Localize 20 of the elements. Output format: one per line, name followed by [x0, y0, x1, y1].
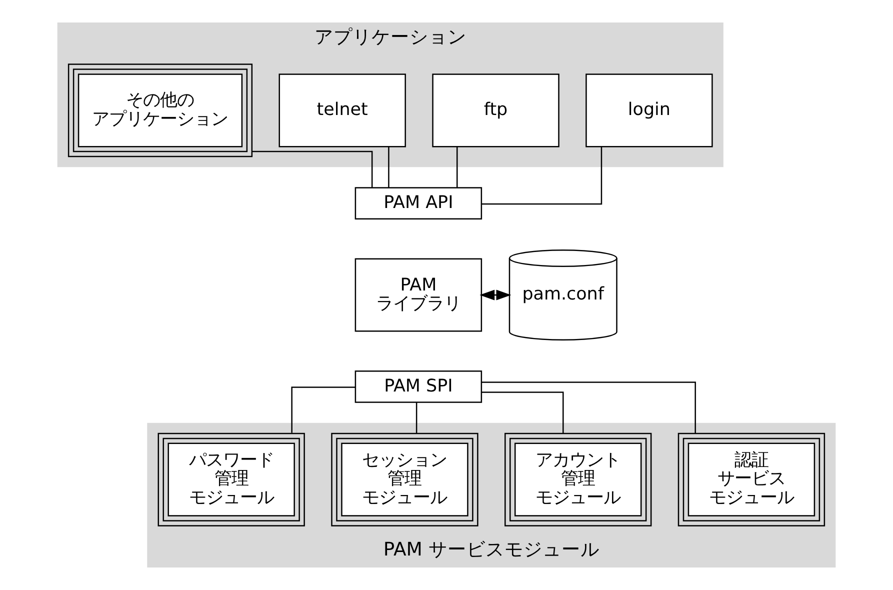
connector: [388, 146, 390, 188]
node-box: パスワード管理モジュール: [158, 432, 305, 526]
node-box: その他のアプリケーション: [68, 64, 253, 158]
node-box: PAM SPI: [354, 370, 482, 403]
arrow: [480, 290, 512, 300]
node-box: PAM API: [354, 187, 482, 220]
connector: [252, 150, 373, 188]
connector: [482, 382, 696, 434]
node-box: telnet: [278, 74, 406, 148]
connector: [456, 146, 458, 188]
node-box: PAM ライブラリ: [354, 258, 482, 332]
node-box: login: [586, 74, 713, 148]
connector: [416, 402, 418, 434]
connector: [481, 392, 564, 434]
node-box: セッション管理モジュール: [331, 432, 478, 526]
connector: [481, 146, 602, 205]
node-box: 認証サービスモジュール: [678, 432, 826, 526]
connector: [291, 386, 356, 433]
node-box: ftp: [432, 74, 560, 148]
node-box: アカウント管理モジュール: [504, 432, 652, 526]
